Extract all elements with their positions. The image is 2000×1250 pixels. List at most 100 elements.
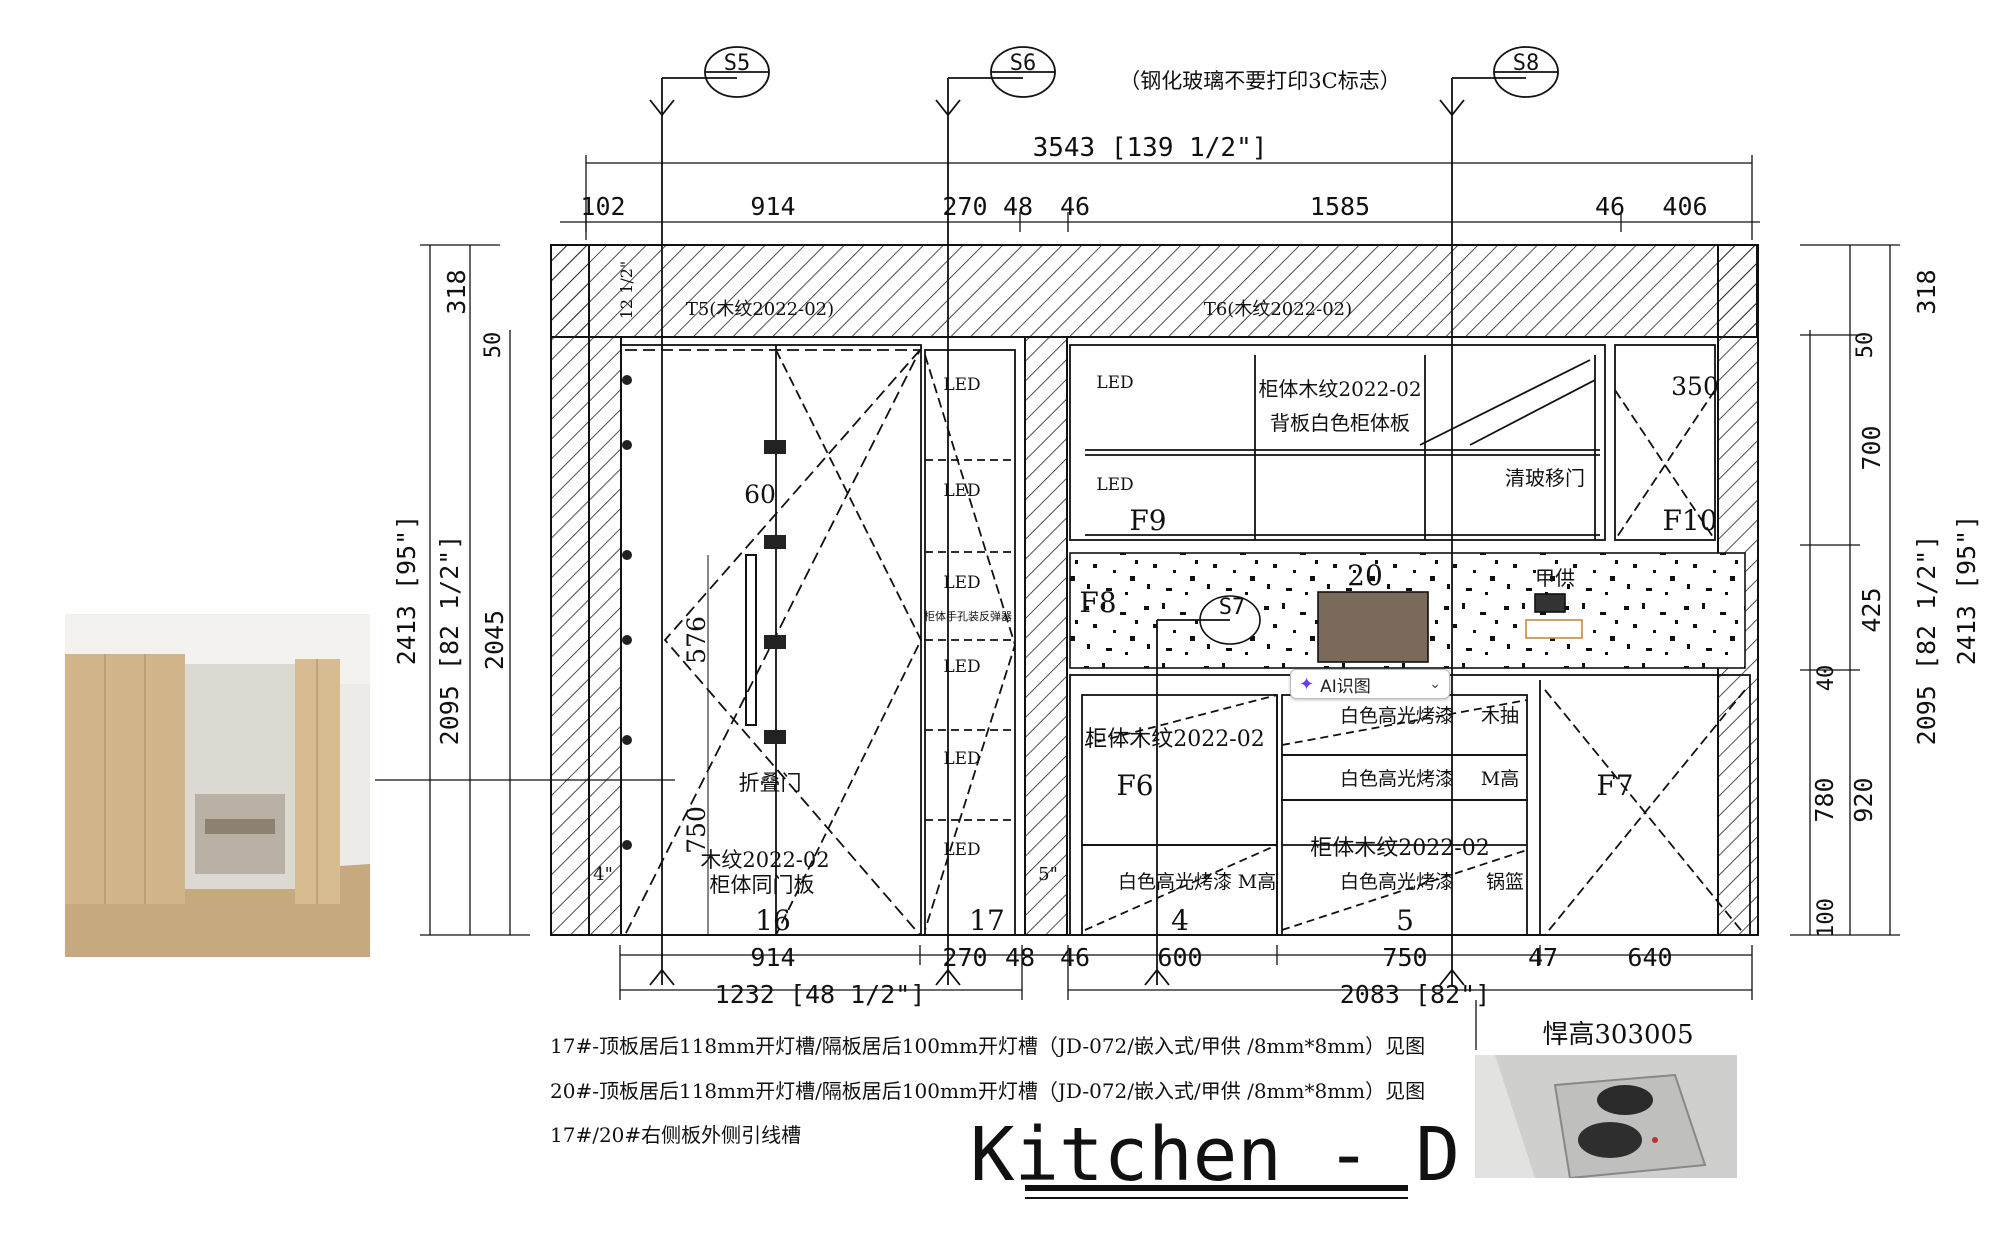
dim-top-3: 270	[942, 192, 987, 221]
label-cab-wood-2: 柜体木纹2022-02	[1310, 836, 1489, 861]
label-mugao-2: M高	[1238, 871, 1276, 893]
dim-bottom-7: 47	[1528, 943, 1558, 972]
upper-glass-cabinets	[1069, 344, 1716, 541]
label-f10: F10	[1662, 504, 1717, 537]
label-led-6: LED	[943, 657, 980, 677]
dim-left-2413: 2413 [95"]	[392, 515, 421, 666]
dim-left-2095: 2095 [82 1/2"]	[435, 535, 464, 746]
dim-top-2: 914	[750, 192, 795, 221]
label-vert: 柜体手孔装反弹器	[924, 609, 1012, 623]
dimension-lines	[420, 155, 1900, 1050]
label-4: 4	[1171, 904, 1189, 937]
dim-bottom-3: 48	[1005, 943, 1035, 972]
dim-left-50: 50	[481, 332, 506, 359]
pot-drawer-reference-photo	[1475, 1055, 1737, 1178]
dim-bottom-right-total: 2083 [82"]	[1340, 980, 1491, 1009]
dim-right-425: 425	[1857, 587, 1886, 632]
label-glass-door: 清玻移门	[1505, 466, 1585, 490]
ai-image-recognition-chip[interactable]: ✦ AI识图 ⌄	[1290, 669, 1450, 699]
label-t6: T6(木纹2022-02)	[1204, 299, 1352, 320]
label-f7: F7	[1596, 769, 1633, 802]
label-bend-5: 5"	[1038, 864, 1058, 885]
label-bend-4: 4"	[593, 864, 613, 885]
dim-left-2045: 2045	[480, 610, 509, 670]
dim-bottom-8: 640	[1627, 943, 1672, 972]
label-cab-same: 柜体同门板	[710, 873, 815, 897]
stone-backsplash	[1069, 552, 1746, 669]
label-60: 60	[744, 480, 776, 509]
dim-top-4: 48	[1003, 192, 1033, 221]
label-led-2: LED	[1096, 475, 1133, 495]
page-title: Kitchen - D	[970, 1112, 1460, 1198]
label-wood-door: 木纹2022-02	[700, 848, 829, 872]
label-led-8: LED	[943, 840, 980, 860]
ai-chip-label: AI识图	[1320, 676, 1371, 697]
label-led-1: LED	[1096, 373, 1133, 393]
drawing-text: S5 S6 S8 S7 （钢化玻璃不要打印3C标志） 3543 [139 1/2…	[392, 51, 1981, 1198]
chevron-down-icon: ⌄	[1429, 676, 1441, 692]
section-s8: S8	[1513, 51, 1540, 76]
dim-right-2413: 2413 [95"]	[1952, 515, 1981, 666]
label-led-3: LED	[943, 375, 980, 395]
dim-right-100: 100	[1814, 898, 1839, 938]
label-mugao-1: M高	[1481, 768, 1519, 790]
dim-right-2095: 2095 [82 1/2"]	[1912, 535, 1941, 746]
door-hinges	[622, 375, 786, 850]
dim-right-700: 700	[1857, 425, 1886, 470]
label-cab-wood-1: 柜体木纹2022-02	[1258, 377, 1421, 401]
dim-bottom-left-total: 1232 [48 1/2"]	[715, 980, 926, 1009]
label-cab-white: 背板白色柜体板	[1270, 411, 1410, 435]
dim-overall: 3543 [139 1/2"]	[1033, 133, 1268, 163]
label-guolan: 锅篮	[1486, 871, 1524, 893]
label-white-gloss-4: 白色高光烤漆	[1118, 871, 1232, 893]
label-muchou: 木抽	[1481, 705, 1519, 727]
label-576: 576	[682, 616, 711, 664]
label-t5: T5(木纹2022-02)	[686, 299, 834, 320]
dim-right-40: 40	[1814, 665, 1839, 692]
label-led-4: LED	[943, 481, 980, 501]
label-20: 20	[1347, 559, 1383, 592]
dim-top-7: 46	[1595, 192, 1625, 221]
sparkle-icon: ✦	[1299, 673, 1315, 695]
label-17: 17	[969, 904, 1005, 937]
label-750: 750	[682, 806, 711, 854]
section-s7: S7	[1219, 595, 1246, 620]
note-3: 17#/20#右侧板外侧引线槽	[550, 1123, 801, 1147]
label-white-gloss-1: 白色高光烤漆	[1340, 705, 1454, 727]
section-markers	[649, 46, 1559, 986]
section-s5: S5	[724, 51, 751, 76]
dim-top-6: 1585	[1310, 192, 1370, 221]
label-350: 350	[1671, 372, 1719, 401]
label-f9: F9	[1129, 504, 1166, 537]
label-f8: F8	[1079, 586, 1116, 619]
dim-right-318: 318	[1912, 269, 1941, 314]
dim-right-780: 780	[1810, 777, 1839, 822]
dim-bottom-2: 270	[942, 943, 987, 972]
label-led-7: LED	[943, 749, 980, 769]
label-hardware: 悍高303005	[1542, 1020, 1693, 1050]
note-top: （钢化玻璃不要打印3C标志）	[1119, 69, 1400, 93]
label-white-gloss-3: 白色高光烤漆	[1340, 871, 1454, 893]
wardrobe-reference-photo	[65, 614, 370, 957]
dim-top-1: 102	[580, 192, 625, 221]
dim-top-8: 406	[1662, 192, 1707, 221]
dim-right-920: 920	[1849, 777, 1878, 822]
label-led-5: LED	[943, 573, 980, 593]
dim-right-50: 50	[1853, 332, 1878, 359]
label-cab-wood-left: 柜体木纹2022-02	[1085, 727, 1264, 752]
dim-left-318: 318	[442, 269, 471, 314]
dim-bottom-1: 914	[750, 943, 795, 972]
section-s6: S6	[1010, 51, 1037, 76]
note-2: 20#-顶板居后118mm开灯槽/隔板居后100mm开灯槽（JD-072/嵌入式…	[550, 1079, 1425, 1103]
dim-bottom-4: 46	[1060, 943, 1090, 972]
label-5: 5	[1396, 904, 1414, 937]
dim-bottom-5: 600	[1157, 943, 1202, 972]
dim-bottom-6: 750	[1382, 943, 1427, 972]
label-jiagong: 甲供	[1535, 566, 1575, 590]
label-16: 16	[755, 904, 791, 937]
label-fold-door: 折叠门	[739, 771, 802, 795]
title-underline	[1025, 1185, 1408, 1199]
note-1: 17#-顶板居后118mm开灯槽/隔板居后100mm开灯槽（JD-072/嵌入式…	[550, 1034, 1425, 1058]
label-white-gloss-2: 白色高光烤漆	[1340, 768, 1454, 790]
